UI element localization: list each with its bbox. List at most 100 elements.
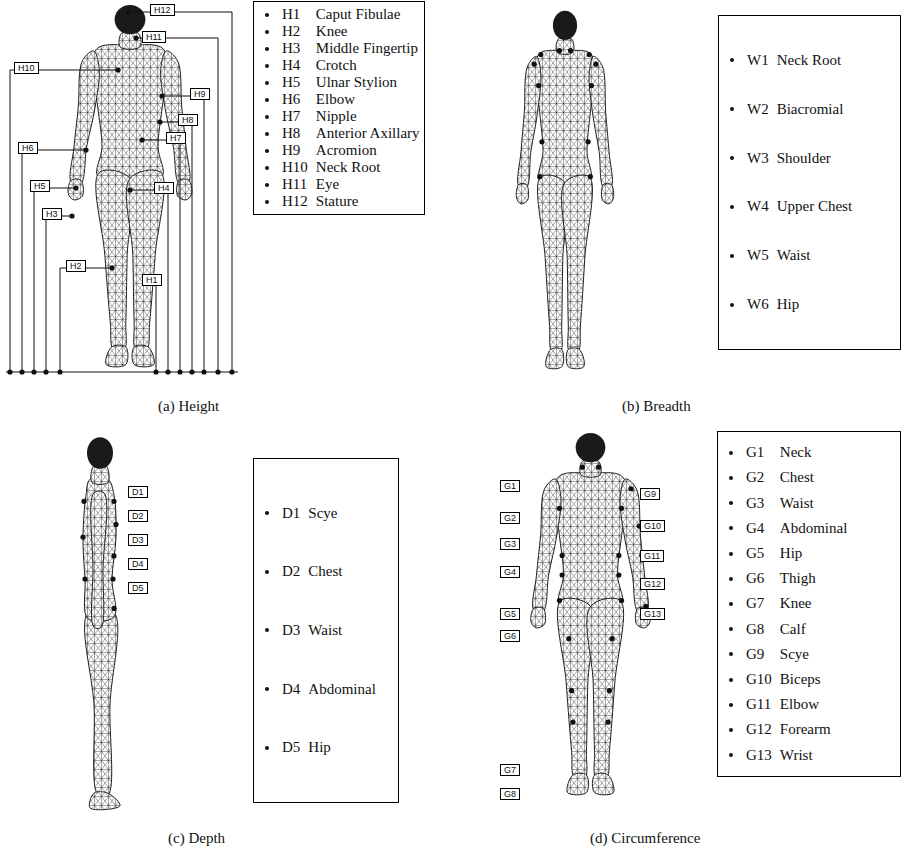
callout-number: H8: [178, 114, 198, 126]
landmark-dot: [127, 187, 132, 192]
body-part: [518, 56, 541, 188]
measure-code: H11: [282, 176, 308, 193]
bullet: [265, 13, 269, 17]
measure-code: G13: [746, 747, 772, 764]
measure-name: Ulnar Stylion: [316, 74, 420, 91]
bullet: [265, 200, 269, 204]
callout-number: G2: [500, 512, 520, 524]
landmark-dot: [532, 62, 537, 67]
landmark-dot: [557, 506, 562, 511]
callout-number: D3: [128, 534, 148, 546]
measure-code: W5: [747, 247, 769, 264]
bullet: [265, 149, 269, 153]
measure-code: G6: [746, 570, 772, 587]
bullet: [730, 205, 734, 209]
body-part: [84, 608, 117, 797]
landmark-dot: [215, 369, 220, 374]
landmark-dot: [111, 606, 116, 611]
measure-name: Biceps: [780, 671, 894, 688]
landmark-dot: [560, 572, 565, 577]
measure-code: H10: [282, 159, 308, 176]
measure-name: Elbow: [780, 696, 894, 713]
measure-name: Calf: [780, 621, 894, 638]
measure-name: Waist: [780, 495, 894, 512]
bullet: [730, 58, 734, 62]
callout-number: G11: [640, 550, 664, 562]
measure-name: Knee: [780, 595, 894, 612]
callout-number: H3: [42, 208, 62, 220]
measure-name: Abdominal: [308, 681, 392, 698]
landmark-dot: [586, 139, 591, 144]
head: [553, 11, 577, 40]
measure-code: G3: [746, 495, 772, 512]
callout-number: G12: [640, 578, 665, 590]
callout-number: G1: [500, 480, 520, 492]
bullet: [729, 451, 733, 455]
mannequin-figure: [531, 433, 650, 795]
body-part: [535, 50, 595, 184]
measure-code: H12: [282, 193, 308, 210]
measure-name: Biacromial: [777, 101, 894, 118]
measure-code: G11: [746, 696, 772, 713]
landmark-dot: [570, 719, 575, 724]
landmark-dot: [43, 369, 48, 374]
measure-code: G8: [746, 621, 772, 638]
measure-name: Caput Fibulae: [316, 6, 420, 23]
dimension-line: [34, 188, 76, 372]
body-part: [516, 183, 528, 204]
callout-number: G3: [500, 538, 520, 550]
bullet: [729, 753, 733, 757]
bullet: [265, 132, 269, 136]
callout-number: H7: [166, 132, 186, 144]
measure-name: Neck Root: [777, 52, 894, 69]
measure-code: W6: [747, 296, 769, 313]
measure-name: Middle Fingertip: [316, 40, 420, 57]
measure-name: Hip: [777, 296, 894, 313]
dimension-line: [60, 268, 112, 372]
bullet: [265, 30, 269, 34]
measure-code: H7: [282, 108, 308, 125]
landmark-dot: [587, 52, 592, 57]
head: [576, 433, 606, 462]
measure-code: H1: [282, 6, 308, 23]
callout-number: G8: [500, 788, 520, 800]
measure-name: Neck Root: [316, 159, 420, 176]
body-part: [68, 179, 83, 200]
measurement-list: G1NeckG2ChestG3WaistG4AbdominalG5HipG6Th…: [717, 431, 901, 777]
landmark-dot: [616, 572, 621, 577]
bullet: [729, 602, 733, 606]
landmark-dot: [19, 369, 24, 374]
measurement-list: H1Caput FibulaeH2KneeH3Middle FingertipH…: [253, 1, 425, 215]
body-part: [546, 348, 564, 369]
landmark-dot: [560, 553, 565, 558]
measure-name: Nipple: [316, 108, 420, 125]
bullet: [729, 577, 733, 581]
measure-name: Stature: [316, 193, 420, 210]
measure-name: Elbow: [316, 91, 420, 108]
mannequin-figure: [83, 437, 120, 810]
landmark-dot: [7, 369, 12, 374]
bullet: [729, 728, 733, 732]
callout-number: G9: [640, 488, 660, 500]
bullet: [729, 552, 733, 556]
head: [87, 437, 113, 469]
measure-code: H9: [282, 142, 308, 159]
measure-code: G2: [746, 469, 772, 486]
body-part: [562, 175, 593, 353]
body-part: [554, 473, 628, 609]
bullet: [729, 476, 733, 480]
measure-code: D5: [282, 739, 300, 756]
bullet: [265, 98, 269, 102]
measure-code: H8: [282, 125, 308, 142]
landmark-dot: [536, 83, 541, 88]
landmark-dot: [593, 62, 598, 67]
callout-number: H11: [142, 31, 166, 43]
callout-number: H4: [154, 182, 174, 194]
landmark-dot: [568, 48, 573, 53]
landmark-dot: [537, 174, 542, 179]
measure-name: Shoulder: [777, 150, 894, 167]
body-part: [126, 170, 164, 351]
landmark-dot: [566, 636, 571, 641]
bullet: [265, 81, 269, 85]
landmark-dot: [82, 576, 87, 581]
